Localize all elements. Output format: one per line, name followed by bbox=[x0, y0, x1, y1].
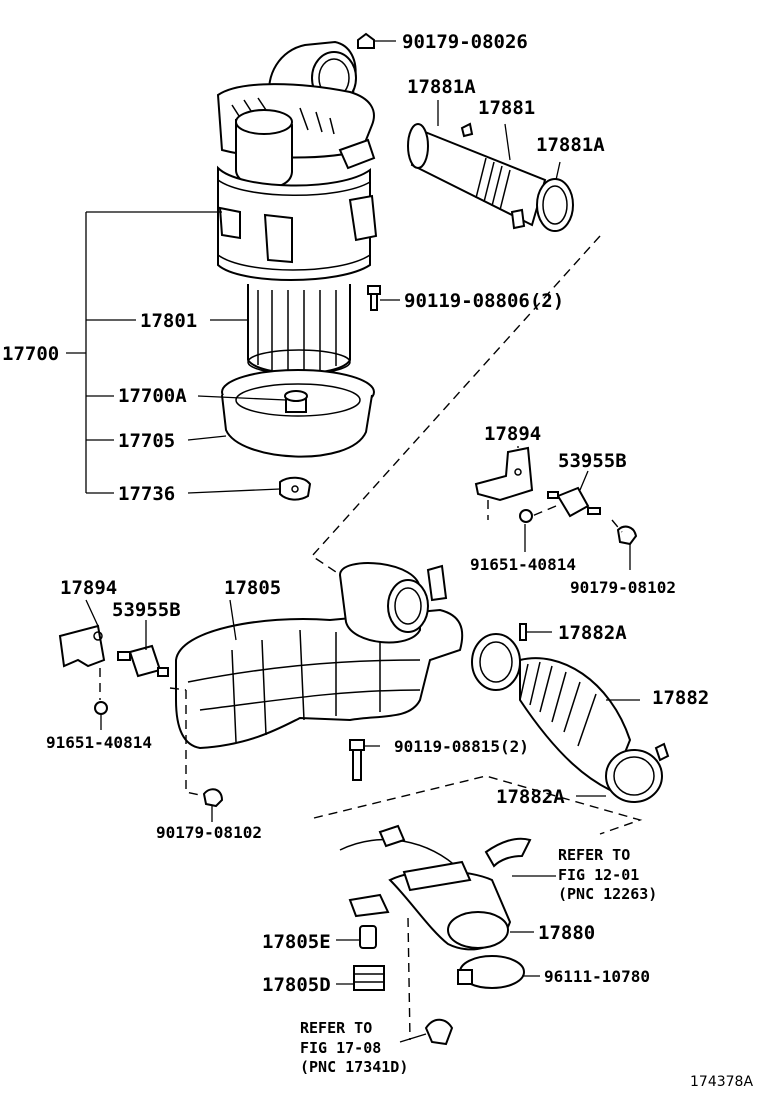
vsv-53955B-right bbox=[547, 486, 601, 518]
refer-to-fig-12-01-line3: (PNC 12263) bbox=[558, 885, 657, 903]
vsv-53955B-left bbox=[117, 644, 169, 678]
plug-90179-left bbox=[202, 788, 224, 808]
bolt-90119-08806 bbox=[367, 285, 381, 311]
bolt-90119-08815 bbox=[349, 739, 365, 781]
label-17705: 17705 bbox=[118, 430, 175, 452]
air-filter-element bbox=[247, 284, 351, 375]
label-17805E: 17805E bbox=[262, 931, 331, 953]
label-17894-left: 17894 bbox=[60, 577, 117, 599]
bracket-17894-right bbox=[474, 446, 534, 502]
dashed-outline-hose-17880 bbox=[313, 775, 643, 835]
bracket-17894-left bbox=[58, 624, 106, 668]
resonator-17805 bbox=[175, 562, 464, 750]
label-90179-08026: 90179-08026 bbox=[402, 31, 528, 53]
label-53955B-left: 53955B bbox=[112, 599, 181, 621]
hose-ref-pnc12263 bbox=[484, 837, 532, 868]
dashed-link-bracket-right bbox=[487, 500, 623, 533]
label-91651-40814-right: 91651-40814 bbox=[470, 555, 576, 574]
label-17700A: 17700A bbox=[118, 385, 187, 407]
refer-to-fig-12-01-line2: FIG 12-01 bbox=[558, 866, 639, 884]
refer-to-fig-17-08-line2: FIG 17-08 bbox=[300, 1039, 381, 1057]
label-17894-right: 17894 bbox=[484, 423, 541, 445]
grommet-17805E bbox=[359, 925, 377, 949]
nut-91651-left bbox=[94, 701, 108, 715]
hose-17880 bbox=[339, 824, 525, 989]
label-90179-08102-left: 90179-08102 bbox=[156, 823, 262, 842]
clip-17736 bbox=[279, 476, 312, 501]
label-53955B-right: 53955B bbox=[558, 450, 627, 472]
label-17736: 17736 bbox=[118, 483, 175, 505]
dashed-link-bracket-left bbox=[99, 668, 205, 797]
label-17882A-top: 17882A bbox=[558, 622, 627, 644]
label-17881: 17881 bbox=[478, 97, 535, 119]
refer-to-fig-17-08-line1: REFER TO bbox=[300, 1019, 372, 1037]
label-91651-40814-left: 91651-40814 bbox=[46, 733, 152, 752]
label-17700: 17700 bbox=[2, 343, 59, 365]
label-17805: 17805 bbox=[224, 577, 281, 599]
label-90179-08102-right: 90179-08102 bbox=[570, 578, 676, 597]
dashed-link-17880-down bbox=[407, 917, 411, 1041]
label-90119-08806: 90119-08806(2) bbox=[404, 290, 564, 312]
nut-90179-08026 bbox=[357, 32, 375, 49]
figure-code: 174378A bbox=[690, 1074, 753, 1090]
hose-ref-pnc17341d bbox=[424, 1018, 454, 1046]
air-cleaner-cap bbox=[216, 40, 376, 189]
label-17882: 17882 bbox=[652, 687, 709, 709]
plug-90179-right bbox=[616, 525, 638, 546]
label-96111-10780: 96111-10780 bbox=[544, 967, 650, 986]
label-17880: 17880 bbox=[538, 922, 595, 944]
label-17881A-top: 17881A bbox=[407, 76, 476, 98]
label-90119-08815: 90119-08815(2) bbox=[394, 737, 529, 756]
air-cleaner-body bbox=[217, 165, 378, 281]
grommet-17805D bbox=[353, 965, 385, 991]
air-cleaner-lower-case bbox=[221, 369, 375, 458]
refer-to-fig-17-08-line3: (PNC 17341D) bbox=[300, 1058, 408, 1076]
label-17882A-bottom: 17882A bbox=[496, 786, 565, 808]
refer-to-fig-12-01-line1: REFER TO bbox=[558, 846, 630, 864]
nut-91651-right bbox=[519, 509, 533, 523]
dashed-link-hose-to-resonator bbox=[310, 235, 601, 573]
hose-17881 bbox=[407, 122, 574, 232]
label-17881A-right: 17881A bbox=[536, 134, 605, 156]
label-17801: 17801 bbox=[140, 310, 197, 332]
leaders bbox=[66, 40, 640, 1043]
hose-17882 bbox=[471, 623, 670, 803]
label-17805D: 17805D bbox=[262, 974, 331, 996]
